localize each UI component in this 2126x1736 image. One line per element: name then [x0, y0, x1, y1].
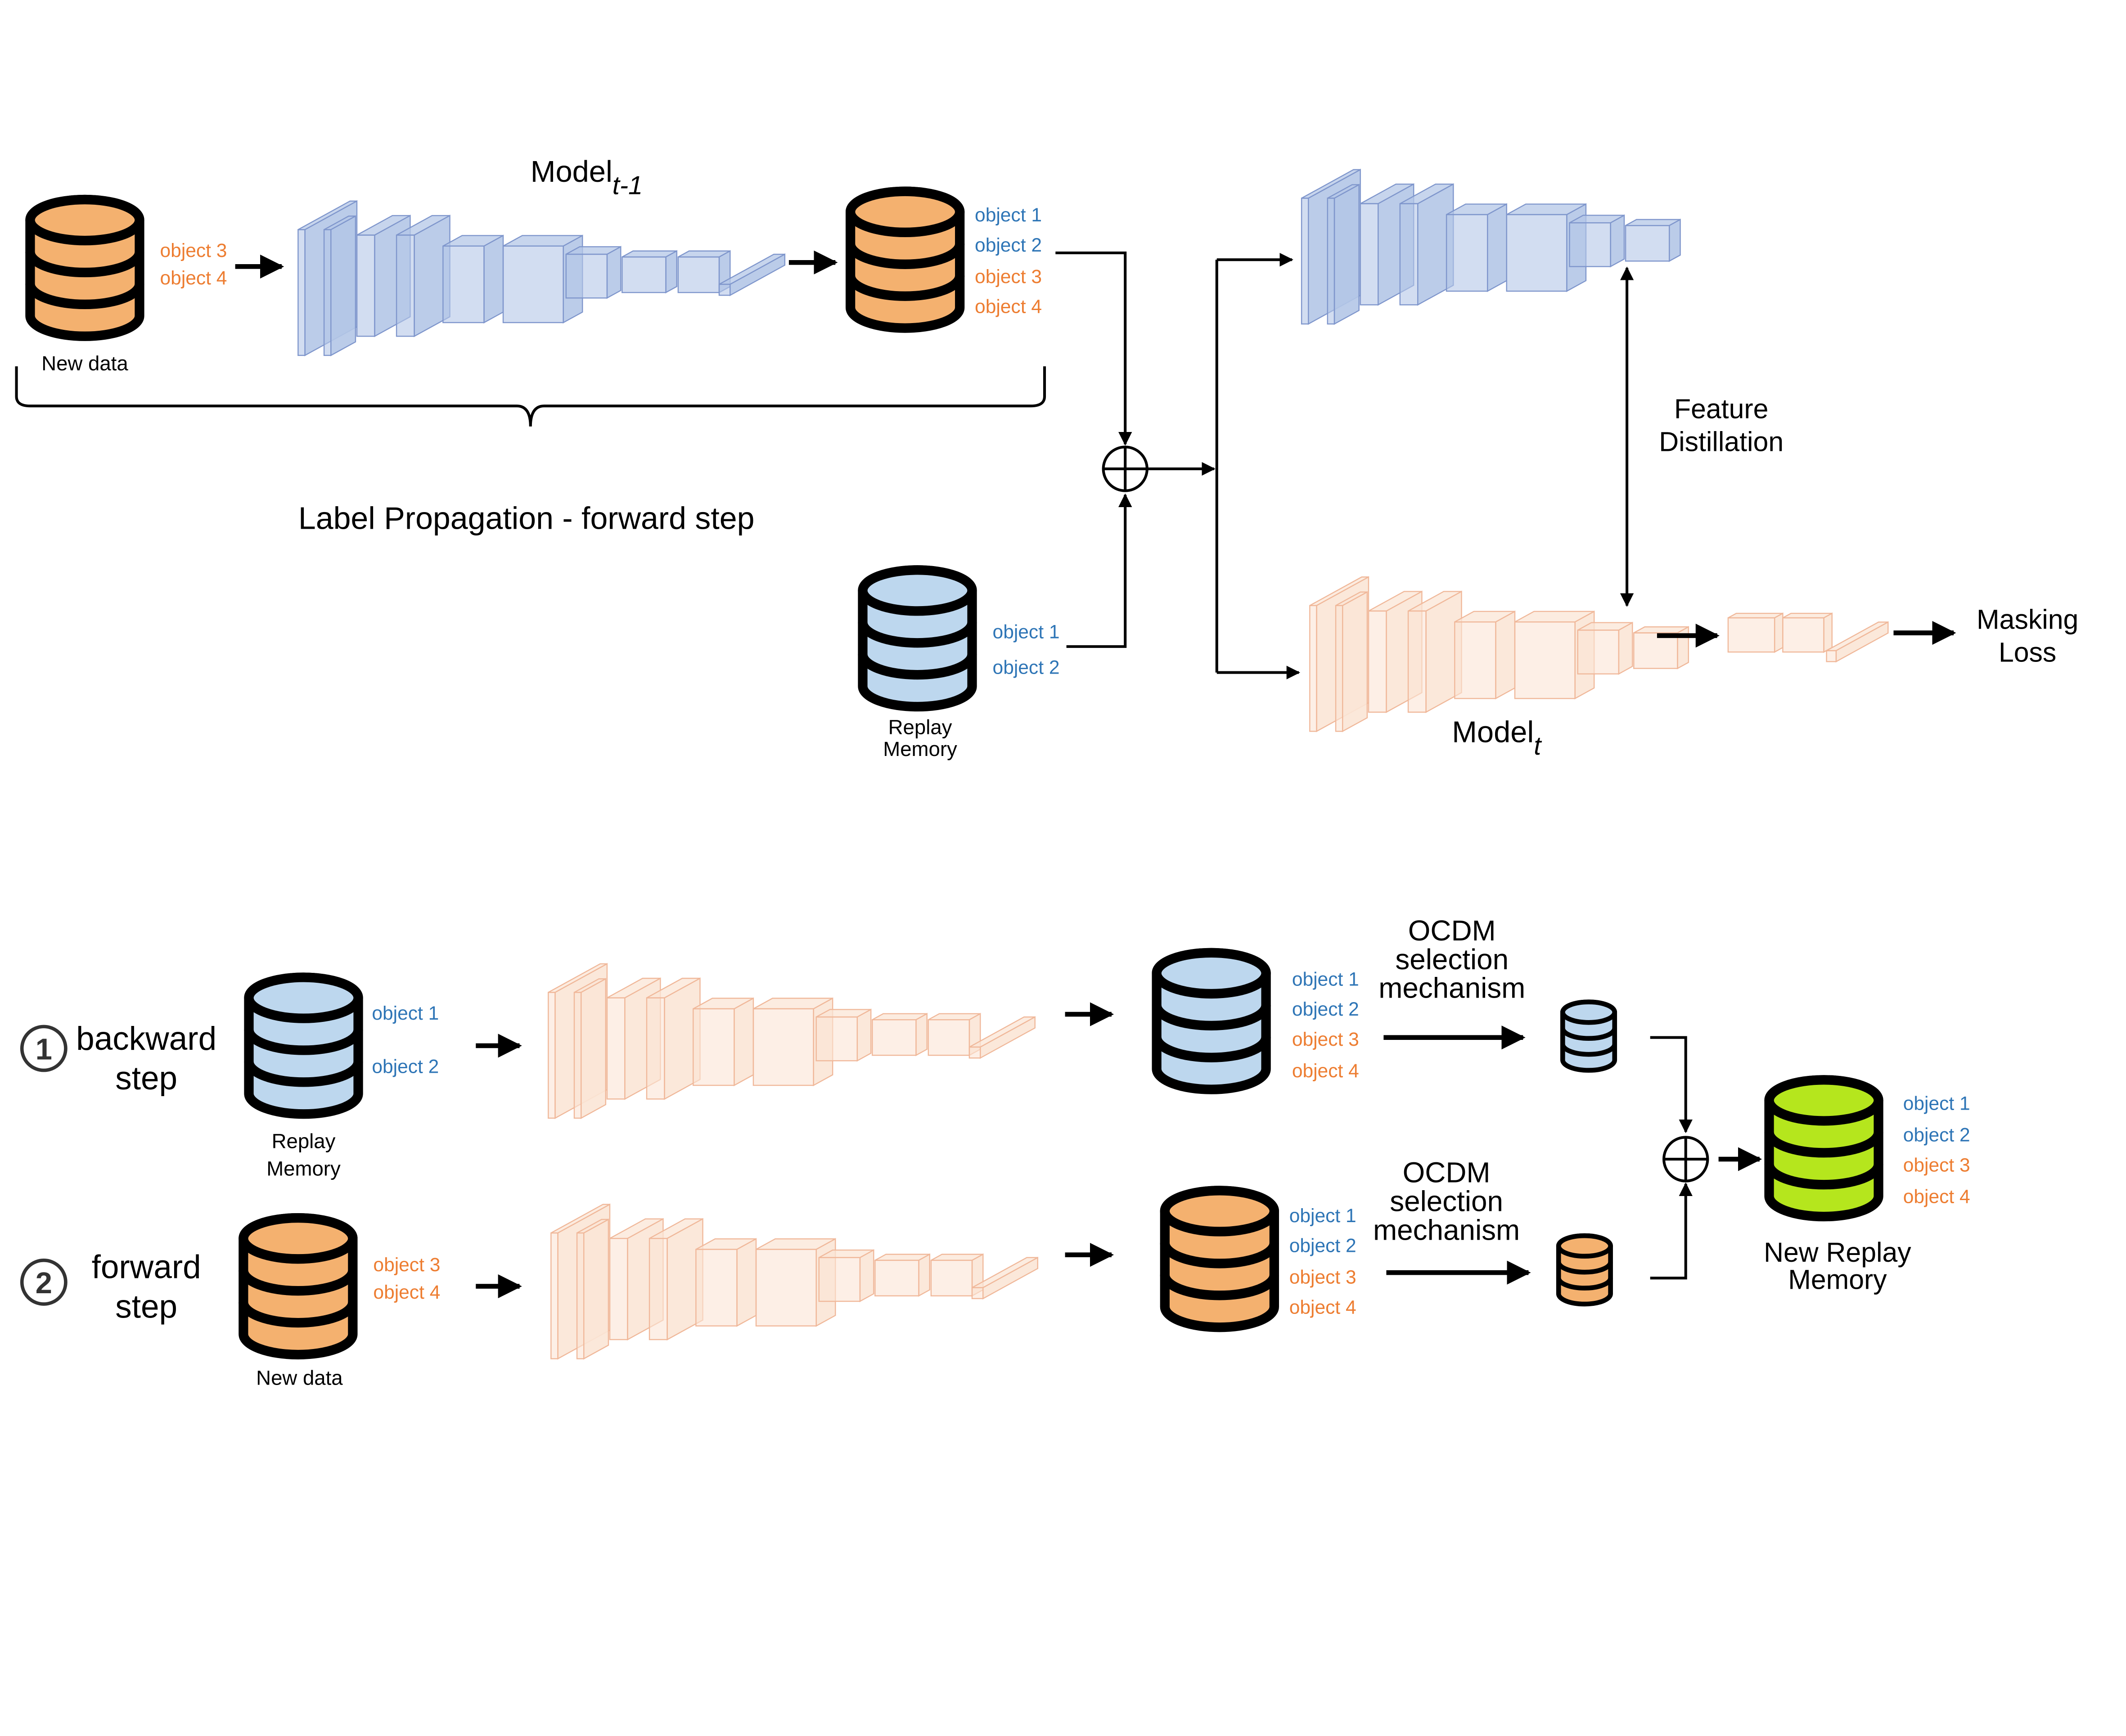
new-data-label: New data: [41, 352, 128, 375]
ocdm-forward-line2: selection: [1390, 1185, 1503, 1217]
new-replay-object-4: object 4: [1903, 1186, 1970, 1207]
model-t-decoder-network: [1727, 612, 1889, 663]
forward-object-3: object 3: [373, 1255, 440, 1276]
backward-output-database-icon: [1152, 948, 1271, 1094]
merge-oplus-icon: [1102, 445, 1149, 492]
new-replay-label-line1: New Replay: [1764, 1237, 1911, 1268]
connector-backward-to-merge: [1650, 1036, 1693, 1133]
backward-db-label-line1: Replay: [272, 1130, 336, 1153]
model-t-minus-1-title: Modelt-1: [531, 155, 643, 200]
replay-object-2: object 2: [993, 657, 1060, 679]
new-replay-memory-database-icon: [1764, 1075, 1883, 1222]
backward-object-2: object 2: [372, 1057, 439, 1078]
ocdm-backward-line1: OCDM: [1408, 914, 1496, 947]
new-replay-object-2: object 2: [1903, 1125, 1970, 1146]
output-object-1: object 1: [975, 205, 1042, 226]
forward-model-network: [550, 1203, 1039, 1360]
forward-step-line2: step: [115, 1288, 177, 1325]
forward-db-label: New data: [256, 1366, 343, 1389]
new-data-database-icon: [25, 194, 144, 341]
model-t-minus-1-network: [297, 200, 786, 356]
feature-distillation-line2: Distillation: [1659, 426, 1784, 457]
feature-distillation-line1: Feature: [1674, 394, 1768, 424]
replay-memory-label-line2: Memory: [883, 738, 957, 760]
svg-text:2: 2: [36, 1267, 52, 1300]
svg-text:1: 1: [36, 1033, 52, 1066]
bottom-merge-oplus-icon: [1662, 1136, 1709, 1183]
backward-replay-database-icon: [244, 972, 363, 1119]
ocdm-backward-line2: selection: [1395, 943, 1509, 976]
connector-replay-to-merge: [1066, 493, 1132, 648]
new-replay-label-line2: Memory: [1788, 1264, 1887, 1295]
forward-output-database-icon: [1160, 1186, 1279, 1332]
connector-output-to-merge: [1055, 251, 1132, 446]
forward-output-object-1: object 1: [1289, 1205, 1356, 1227]
backward-model-network: [548, 962, 1036, 1119]
backward-object-1: object 1: [372, 1003, 439, 1024]
forward-output-object-3: object 3: [1289, 1267, 1356, 1288]
forward-new-data-database-icon: [239, 1213, 358, 1360]
backward-selected-database-icon: [1560, 999, 1617, 1073]
ocdm-forward-line1: OCDM: [1403, 1156, 1491, 1189]
forward-output-object-4: object 4: [1289, 1297, 1356, 1318]
masking-loss-line2: Loss: [1999, 637, 2056, 667]
replay-memory-database-icon: [858, 565, 977, 712]
backward-output-object-3: object 3: [1292, 1029, 1359, 1050]
backward-db-label-line2: Memory: [266, 1157, 341, 1180]
forward-selected-database-icon: [1556, 1233, 1613, 1307]
new-replay-object-1: object 1: [1903, 1093, 1970, 1115]
new-data-object-4: object 4: [160, 268, 227, 289]
propagated-labels-database-icon: [845, 186, 965, 333]
teacher-encoder-network: [1301, 168, 1681, 325]
forward-step-line1: forward: [92, 1249, 201, 1285]
backward-output-object-2: object 2: [1292, 999, 1359, 1020]
label-propagation-title: Label Propagation - forward step: [298, 501, 755, 536]
ocdm-forward-line3: mechanism: [1373, 1214, 1520, 1246]
new-data-object-3: object 3: [160, 240, 227, 261]
replay-memory-label-line1: Replay: [888, 715, 952, 738]
label-propagation-brace: [15, 366, 1046, 427]
output-object-2: object 2: [975, 235, 1042, 256]
backward-output-object-4: object 4: [1292, 1061, 1359, 1082]
backward-output-object-1: object 1: [1292, 969, 1359, 990]
model-t-title: Modelt: [1452, 716, 1542, 760]
model-t-encoder-network: [1309, 576, 1689, 733]
backward-step-line2: step: [115, 1060, 177, 1097]
connector-forward-to-merge: [1650, 1182, 1693, 1280]
step-1-circle-icon: 1: [20, 1025, 68, 1072]
forward-object-4: object 4: [373, 1282, 440, 1303]
ocdm-backward-line3: mechanism: [1378, 972, 1525, 1004]
masking-loss-line1: Masking: [1977, 604, 2078, 634]
output-object-3: object 3: [975, 266, 1042, 288]
new-replay-object-3: object 3: [1903, 1155, 1970, 1176]
output-object-4: object 4: [975, 297, 1042, 318]
step-2-circle-icon: 2: [20, 1259, 68, 1306]
replay-object-1: object 1: [993, 622, 1060, 643]
forward-output-object-2: object 2: [1289, 1236, 1356, 1257]
backward-step-line1: backward: [76, 1021, 216, 1057]
